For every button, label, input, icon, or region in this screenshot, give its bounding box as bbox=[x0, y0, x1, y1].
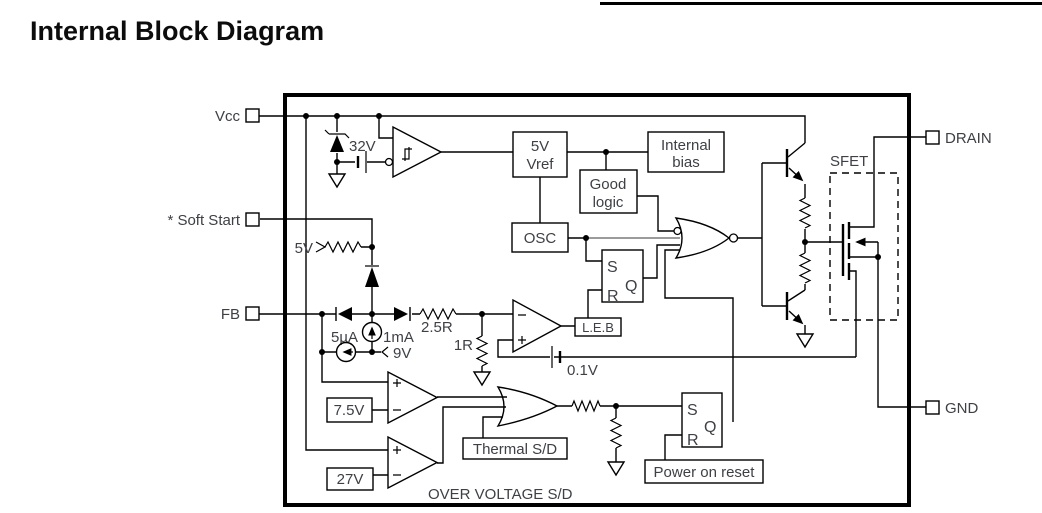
sfet: SFET bbox=[829, 153, 899, 321]
block-power-on-reset: Power on reset bbox=[644, 459, 764, 484]
ground-symbols bbox=[327, 173, 815, 477]
zener-32v-label: 32V bbox=[349, 138, 376, 155]
resistor-latch2-pulldown bbox=[609, 417, 623, 449]
thermal-sd-label: Thermal S/D bbox=[473, 441, 557, 458]
pwm-comparator bbox=[512, 298, 563, 354]
current-1ma-label: 1mA bbox=[383, 329, 414, 346]
block-internal-bias: Internal bias bbox=[647, 131, 725, 173]
hysteresis-icon bbox=[402, 147, 412, 161]
header-rule bbox=[600, 2, 1042, 5]
pin-vcc: Vcc bbox=[215, 108, 260, 125]
resistor-1r-label: 1R bbox=[454, 337, 473, 354]
soft-start-5v-label: 5V bbox=[295, 240, 313, 257]
sfet-label: SFET bbox=[830, 153, 868, 170]
pin-fb-label: FB bbox=[221, 306, 240, 323]
block-5v-vref: 5V Vref bbox=[512, 131, 568, 178]
pin-vcc-terminal bbox=[245, 108, 260, 123]
resistor-latch2-s bbox=[571, 399, 601, 413]
comparator-7p5v bbox=[387, 370, 439, 425]
pwm-latch-s: S bbox=[607, 259, 618, 276]
soft-start-diode bbox=[365, 265, 379, 287]
driver-npn-lower bbox=[785, 289, 806, 325]
page-title: Internal Block Diagram bbox=[30, 16, 325, 46]
current-source-1ma: 1mA 5µA bbox=[331, 321, 414, 346]
pwm-nor-gate bbox=[673, 217, 739, 259]
block-good-logic: Good logic bbox=[579, 169, 638, 214]
driver-npn-upper bbox=[785, 142, 806, 182]
protect-latch-q: Q bbox=[704, 419, 716, 436]
ground-zener bbox=[327, 173, 347, 189]
ic-boundary bbox=[283, 93, 911, 507]
fb-diode-right bbox=[394, 307, 411, 321]
pin-soft-start-label: * Soft Start bbox=[167, 212, 240, 229]
resistor-2p5r-label: 2.5R bbox=[421, 319, 453, 336]
pwm-latch-r: R bbox=[607, 288, 619, 305]
resistors bbox=[324, 197, 812, 449]
nor-input-bubble bbox=[673, 226, 682, 236]
resistor-1r bbox=[475, 335, 489, 367]
junction-dots bbox=[303, 113, 881, 409]
fb-diode-left bbox=[335, 307, 352, 321]
block-27v-ref: 27V bbox=[326, 467, 374, 491]
leb-label: L.E.B bbox=[582, 320, 614, 335]
pwm-sr-latch: S Q R bbox=[601, 249, 644, 305]
good-logic-label-2: logic bbox=[593, 194, 624, 211]
pin-soft-start-terminal bbox=[245, 212, 260, 227]
uvlo-schmitt-comparator bbox=[384, 125, 443, 179]
inverting-bubble bbox=[384, 157, 394, 167]
ground-latch2 bbox=[606, 461, 626, 477]
pin-fb-terminal bbox=[245, 306, 260, 321]
clamp-9v: 9V bbox=[381, 345, 411, 362]
pin-drain-terminal bbox=[925, 130, 940, 145]
internal-bias-label-2: bias bbox=[672, 154, 700, 171]
block-leb: L.E.B bbox=[574, 317, 622, 337]
block-osc: OSC bbox=[511, 222, 569, 253]
protection-sr-latch: S Q R bbox=[681, 392, 723, 449]
comparator-27v bbox=[387, 435, 439, 490]
soft-start-5v-source: 5V bbox=[295, 240, 327, 257]
zener-32v: 32V bbox=[324, 129, 376, 155]
pin-fb: FB bbox=[221, 306, 260, 323]
block-7p5v-ref: 7.5V bbox=[326, 397, 373, 423]
ref-27v-label: 27V bbox=[337, 471, 364, 488]
vcc-sense-cap bbox=[356, 151, 367, 173]
protect-latch-s: S bbox=[687, 402, 698, 419]
power-on-reset-label: Power on reset bbox=[654, 464, 756, 481]
vref-label-2: Vref bbox=[527, 156, 555, 173]
resistor-driver-lower bbox=[798, 252, 812, 284]
sfet-dashed-box bbox=[829, 172, 899, 321]
pin-gnd: GND bbox=[925, 400, 979, 417]
clamp-9v-label: 9V bbox=[393, 345, 411, 362]
ground-1r bbox=[472, 371, 492, 387]
block-thermal-sd: Thermal S/D bbox=[462, 437, 568, 460]
pin-drain-label: DRAIN bbox=[945, 130, 992, 147]
ground-driver bbox=[795, 333, 815, 349]
current-source-5ua bbox=[335, 341, 357, 363]
sense-ref-label: 0.1V bbox=[567, 362, 598, 379]
protection-or-gate bbox=[496, 386, 559, 428]
pin-vcc-label: Vcc bbox=[215, 108, 241, 125]
pin-gnd-terminal bbox=[925, 400, 940, 415]
good-logic-label-1: Good bbox=[590, 176, 627, 193]
resistor-driver-upper bbox=[798, 197, 812, 229]
protect-latch-r: R bbox=[687, 432, 699, 449]
resistor-soft-start bbox=[324, 240, 362, 254]
resistor-2p5r bbox=[419, 307, 457, 321]
nor-output-bubble bbox=[728, 233, 739, 243]
osc-label: OSC bbox=[524, 230, 557, 247]
pin-gnd-label: GND bbox=[945, 400, 979, 417]
internal-bias-label-1: Internal bbox=[661, 137, 711, 154]
pin-drain: DRAIN bbox=[925, 130, 992, 147]
current-5ua-label: 5µA bbox=[331, 329, 358, 346]
sense-battery-0p1v: 0.1V bbox=[551, 346, 598, 379]
vref-label-1: 5V bbox=[531, 138, 549, 155]
pin-soft-start: * Soft Start bbox=[167, 212, 260, 229]
over-voltage-sd-label: OVER VOLTAGE S/D bbox=[428, 486, 573, 503]
ref-7p5v-label: 7.5V bbox=[334, 402, 365, 419]
pwm-latch-q: Q bbox=[625, 278, 637, 295]
